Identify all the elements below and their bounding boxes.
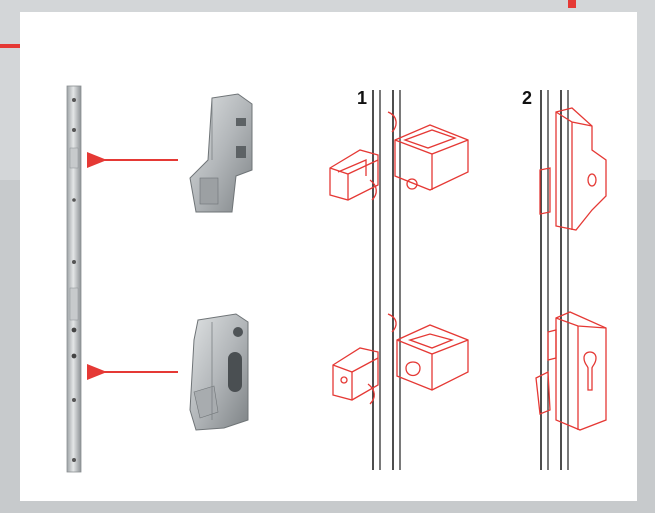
frame-profile-2 [540, 90, 569, 470]
diagram1-upper-parts [329, 111, 469, 201]
diagram2-upper-parts [539, 107, 607, 231]
frame-profile-1 [372, 90, 401, 470]
diagram-label-2: 2 [522, 88, 532, 108]
lower-keep-photo [189, 313, 249, 431]
red-accent-mark-top [568, 0, 576, 8]
upper-keep-photo [189, 93, 253, 213]
diagram-label-1: 1 [357, 88, 367, 108]
locking-bar-photo [66, 85, 82, 473]
white-panel [20, 12, 637, 501]
diagram1-lower-parts [332, 313, 469, 405]
diagram2-lower-parts [535, 311, 607, 431]
red-accent-bar-left [0, 44, 22, 48]
